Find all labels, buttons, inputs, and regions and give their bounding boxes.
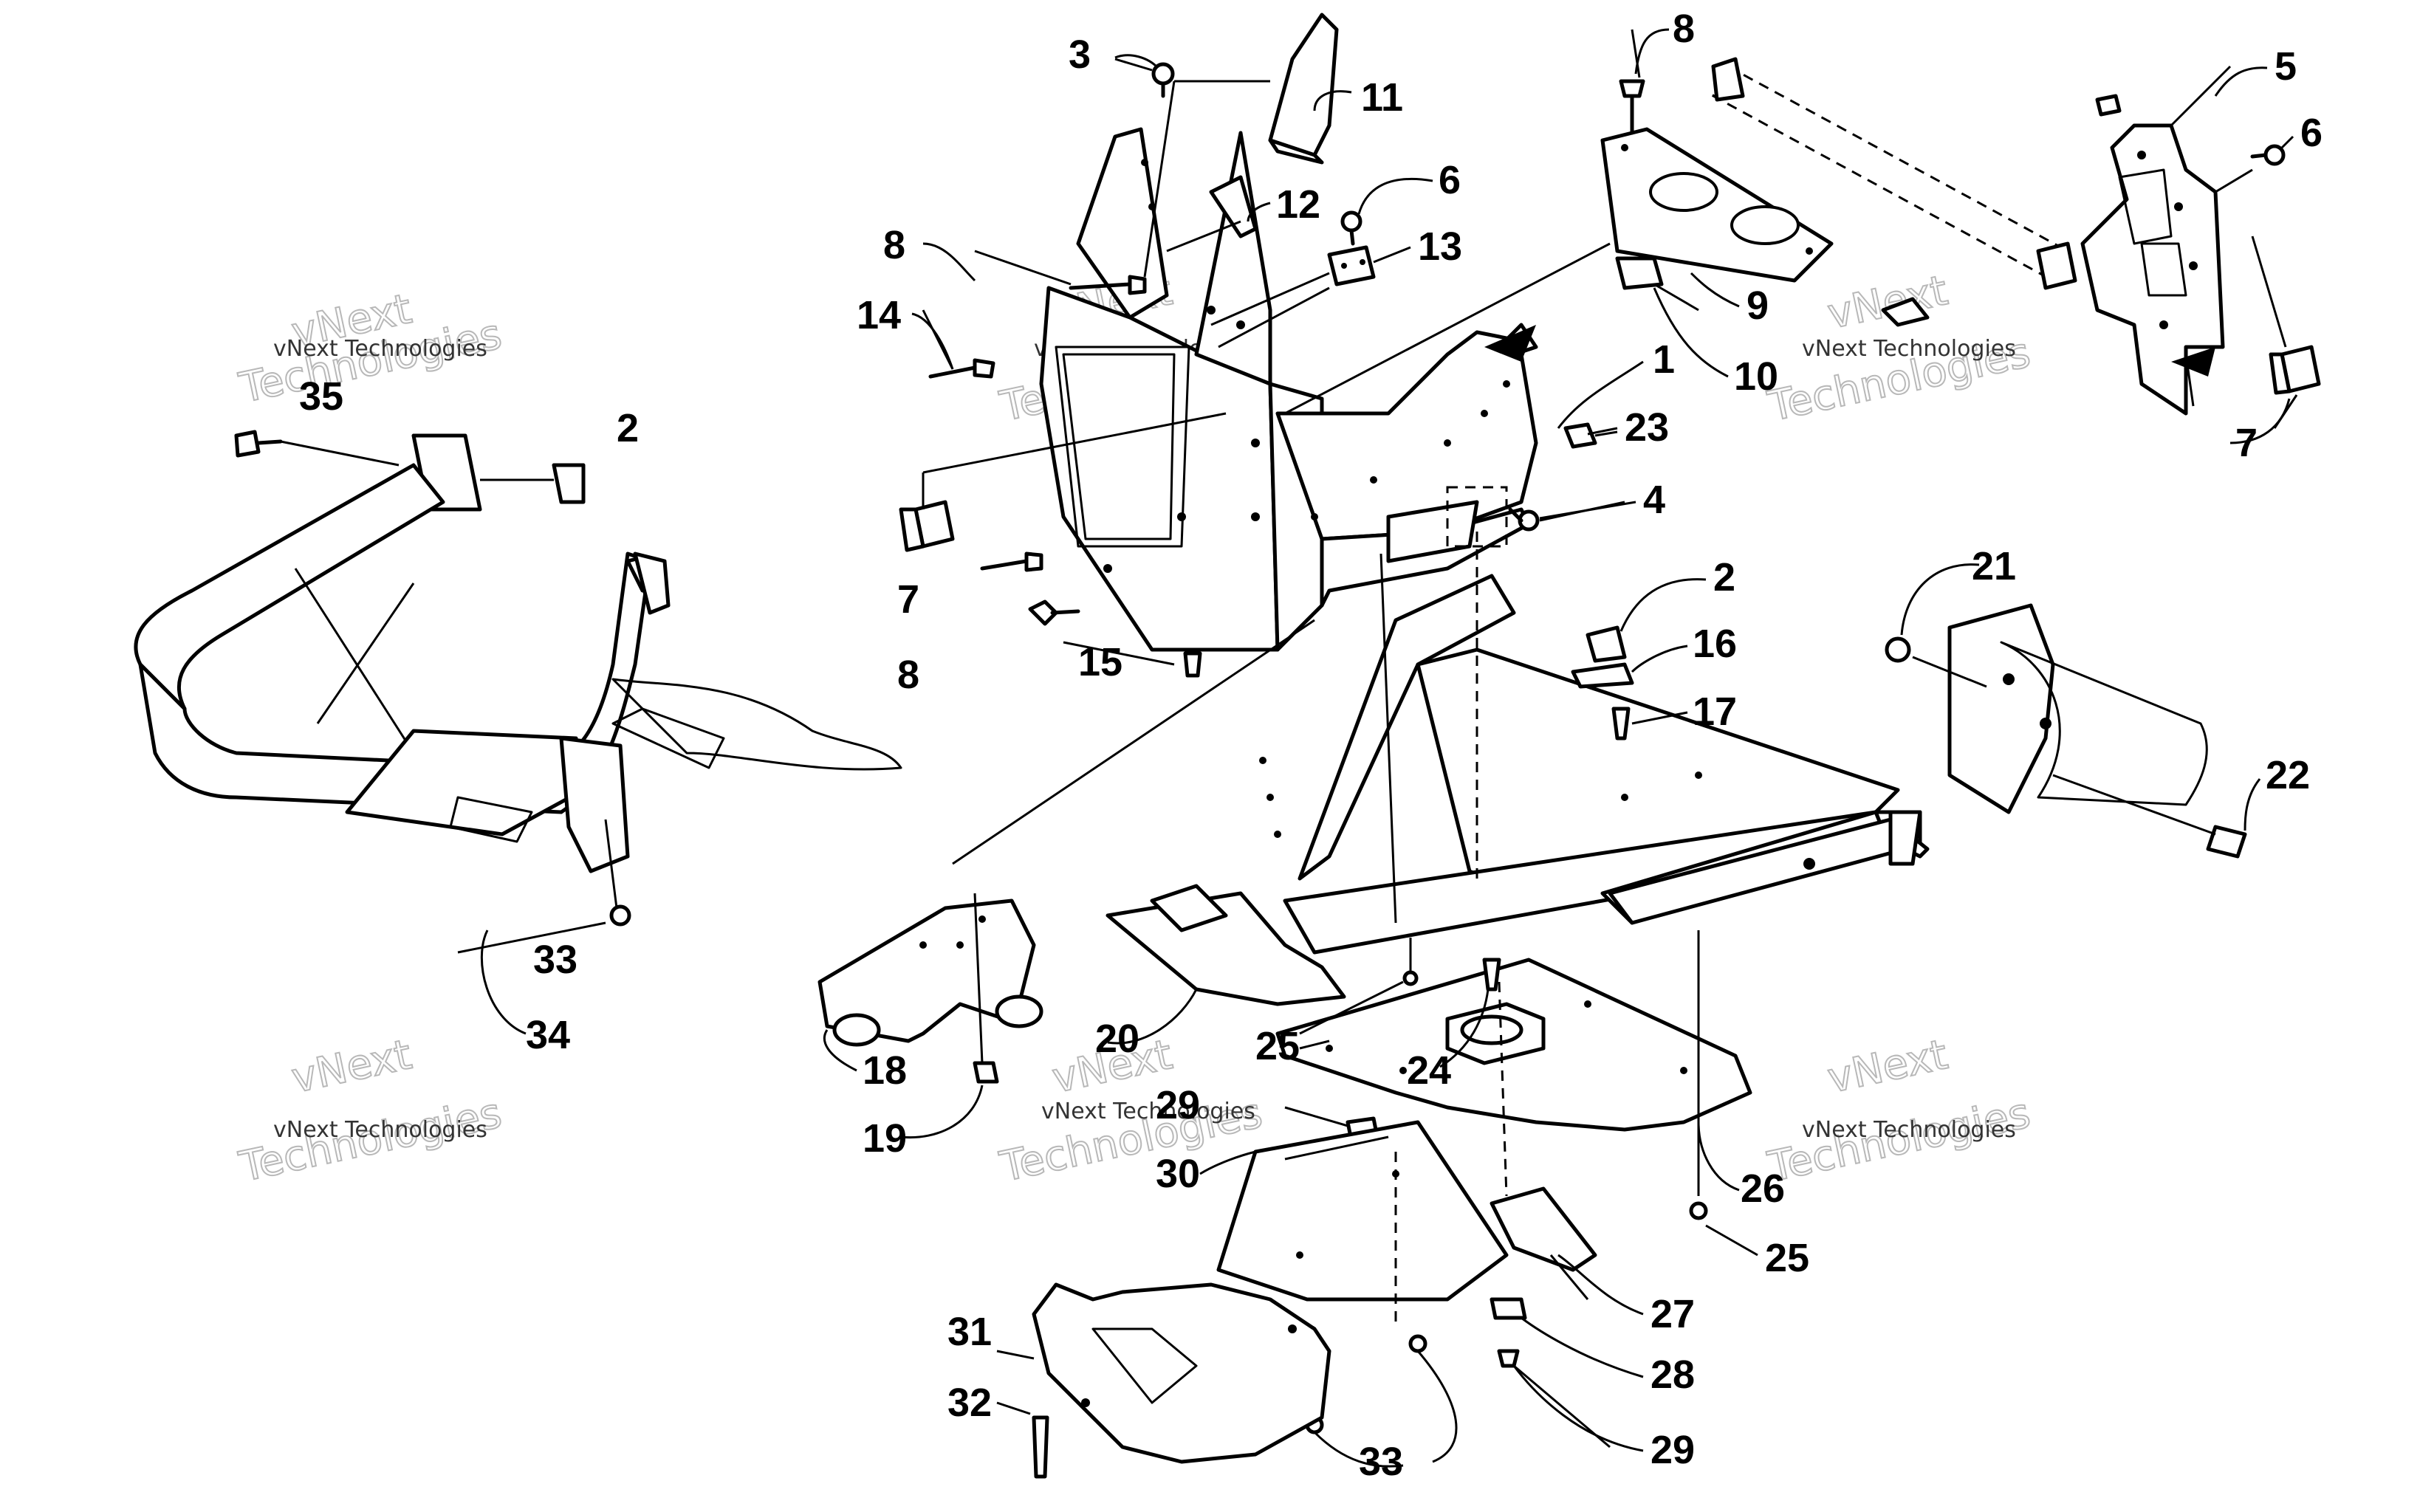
callout-2: 2 bbox=[617, 406, 639, 450]
fastener-6-right bbox=[2215, 144, 2286, 193]
fastener-3 bbox=[1114, 58, 1175, 98]
callout-34: 34 bbox=[526, 1013, 570, 1057]
callout-33: 33 bbox=[1359, 1440, 1403, 1484]
screw-24 bbox=[1482, 958, 1501, 992]
watermark-top-left: vNext Technologies vNext Technologies bbox=[234, 284, 506, 413]
callout-8: 8 bbox=[897, 653, 919, 697]
bracket-13 bbox=[1210, 245, 1376, 348]
rivet-25-right bbox=[1689, 1201, 1758, 1257]
callout-8: 8 bbox=[1673, 7, 1695, 51]
watermark-text: vNext Technologies bbox=[1802, 1117, 2016, 1143]
main-frame-part bbox=[1106, 574, 1930, 1006]
bracket-21-right bbox=[1947, 603, 2208, 814]
watermark-bottom-left: vNext Technologies vNext Technologies bbox=[234, 1030, 506, 1192]
strip-12 bbox=[1166, 175, 1258, 252]
callout-7: 7 bbox=[897, 577, 919, 622]
callout-19: 19 bbox=[863, 1116, 907, 1161]
callout-10: 10 bbox=[1734, 354, 1778, 399]
washer-16 bbox=[1571, 662, 1634, 689]
plate-30 bbox=[1216, 1120, 1509, 1302]
skid-plate-26 bbox=[1275, 958, 1752, 1132]
callout-30: 30 bbox=[1156, 1152, 1200, 1196]
callout-14: 14 bbox=[857, 293, 901, 337]
clip-2-center bbox=[1586, 625, 1627, 663]
callout-15: 15 bbox=[1078, 640, 1122, 684]
bracket-11 bbox=[1143, 13, 1339, 278]
screw-29-lower bbox=[1497, 1349, 1611, 1449]
watermark-text: vNext Technologies bbox=[1041, 1099, 1255, 1124]
callout-28: 28 bbox=[1651, 1353, 1695, 1397]
watermark-text: vNext Technologies bbox=[1802, 336, 2016, 362]
fastener-6-center bbox=[1340, 210, 1362, 246]
callout-16: 16 bbox=[1693, 622, 1737, 666]
callout-26: 26 bbox=[1741, 1166, 1785, 1211]
callout-9: 9 bbox=[1747, 284, 1769, 328]
clip-28 bbox=[1490, 1297, 1527, 1320]
bolt-22 bbox=[2052, 774, 2247, 859]
callout-2: 2 bbox=[1713, 555, 1735, 599]
callout-20: 20 bbox=[1095, 1017, 1139, 1061]
pin-8-lower bbox=[980, 551, 1112, 573]
watermark-bottom-right: vNext Technologies vNext Technologies bbox=[1763, 1030, 2035, 1192]
watermark-text: vNext Technologies bbox=[273, 1117, 487, 1143]
callout-8: 8 bbox=[883, 223, 905, 267]
callout-33: 33 bbox=[533, 938, 577, 982]
watermark-text: vNext bbox=[1823, 1031, 1952, 1103]
pin-8-top bbox=[1619, 29, 1645, 135]
callout-32: 32 bbox=[947, 1381, 992, 1425]
screw-17 bbox=[1611, 707, 1631, 740]
watermark-text: vNext bbox=[287, 1031, 416, 1103]
callout-6: 6 bbox=[2300, 111, 2323, 155]
front-bumper-part bbox=[134, 433, 902, 873]
plate-27 bbox=[1490, 1186, 1597, 1300]
callout-29: 29 bbox=[1156, 1083, 1200, 1127]
callout-6: 6 bbox=[1439, 158, 1461, 202]
nut-23 bbox=[1563, 422, 1618, 449]
callout-3: 3 bbox=[1069, 32, 1091, 77]
callout-11: 11 bbox=[1361, 75, 1403, 120]
rivet-25-left bbox=[1299, 938, 1419, 1035]
rubber-block-7-center bbox=[899, 412, 1227, 552]
pin-8-upper bbox=[974, 250, 1147, 295]
callout-31: 31 bbox=[947, 1310, 992, 1354]
callout-25: 25 bbox=[1765, 1236, 1809, 1280]
callout-27: 27 bbox=[1651, 1292, 1695, 1336]
leader-line bbox=[1284, 242, 1611, 415]
watermark-top-right: vNext Technologies vNext Technologies bbox=[1763, 266, 2035, 432]
plate-9 bbox=[1600, 127, 1834, 283]
guide-line-dashed bbox=[1498, 981, 1508, 1197]
pin-14 bbox=[922, 309, 995, 379]
watermark-text: vNext Technologies bbox=[273, 336, 487, 362]
callout-35: 35 bbox=[299, 374, 343, 419]
callout-17: 17 bbox=[1693, 690, 1737, 734]
nut-21 bbox=[1885, 636, 1987, 688]
clip-2-left bbox=[480, 463, 586, 504]
watermark-text: vNext bbox=[1823, 267, 1952, 339]
leader-line bbox=[1379, 553, 1397, 924]
callout-21: 21 bbox=[1972, 544, 2016, 588]
screw-15 bbox=[1028, 599, 1202, 678]
callout-18: 18 bbox=[863, 1048, 907, 1093]
callout-labels: 3 11 12 6 13 8 14 35 2 7 8 15 1 23 4 8 9… bbox=[299, 7, 2323, 1484]
bracket-5 bbox=[2080, 65, 2232, 416]
callout-25: 25 bbox=[1255, 1024, 1300, 1068]
callout-leaders bbox=[480, 28, 2294, 1452]
guard-31 bbox=[996, 1282, 1331, 1464]
callout-24: 24 bbox=[1407, 1048, 1451, 1093]
screw-32 bbox=[996, 1401, 1049, 1479]
callout-1: 1 bbox=[1653, 337, 1675, 382]
nut-19 bbox=[973, 893, 999, 1084]
bolt-35 bbox=[234, 430, 400, 467]
bracket-10 bbox=[1615, 256, 1699, 312]
callout-22: 22 bbox=[2266, 753, 2310, 797]
callout-13: 13 bbox=[1418, 224, 1462, 269]
callout-29: 29 bbox=[1651, 1428, 1695, 1472]
rubber-block-7-right bbox=[2251, 236, 2321, 429]
callout-23: 23 bbox=[1625, 405, 1669, 450]
callout-5: 5 bbox=[2275, 44, 2297, 89]
callout-4: 4 bbox=[1643, 478, 1665, 522]
crossmember-dashed bbox=[1711, 57, 2077, 327]
callout-12: 12 bbox=[1276, 182, 1320, 227]
